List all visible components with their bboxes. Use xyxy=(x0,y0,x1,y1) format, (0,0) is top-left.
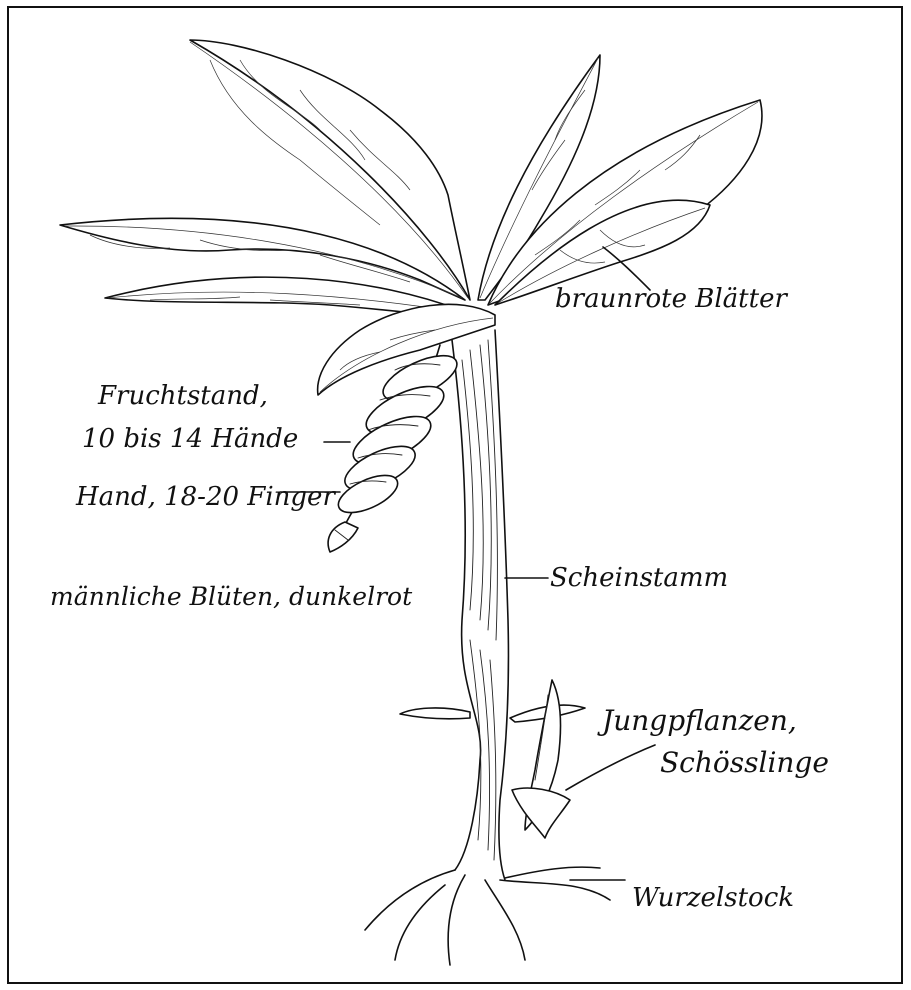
label-rhizome: Wurzelstock xyxy=(632,883,794,913)
sucker-leaf-left xyxy=(400,708,470,719)
label-hand: Hand, 18-20 Finger xyxy=(75,482,336,512)
leader-suckers xyxy=(566,745,655,790)
fruit-bunch xyxy=(328,345,463,552)
suckers xyxy=(400,680,585,838)
leaf-top-left xyxy=(190,40,470,300)
label-fruit-stand-1: Fruchtstand, xyxy=(97,381,268,411)
label-suckers-2: Schösslinge xyxy=(660,746,829,779)
pseudostem xyxy=(452,330,508,880)
rhizome-roots xyxy=(365,867,610,965)
leaves xyxy=(60,40,762,395)
label-male-flowers: männliche Blüten, dunkelrot xyxy=(50,582,413,611)
sucker-base-leaf xyxy=(512,788,570,838)
label-suckers-1: Jungpflanzen, xyxy=(597,704,797,737)
label-pseudostem: Scheinstamm xyxy=(550,563,728,593)
label-fruit-stand-2: 10 bis 14 Hände xyxy=(82,424,298,454)
male-flower-bud xyxy=(328,522,358,552)
label-leaves: braunrote Blätter xyxy=(555,284,788,314)
